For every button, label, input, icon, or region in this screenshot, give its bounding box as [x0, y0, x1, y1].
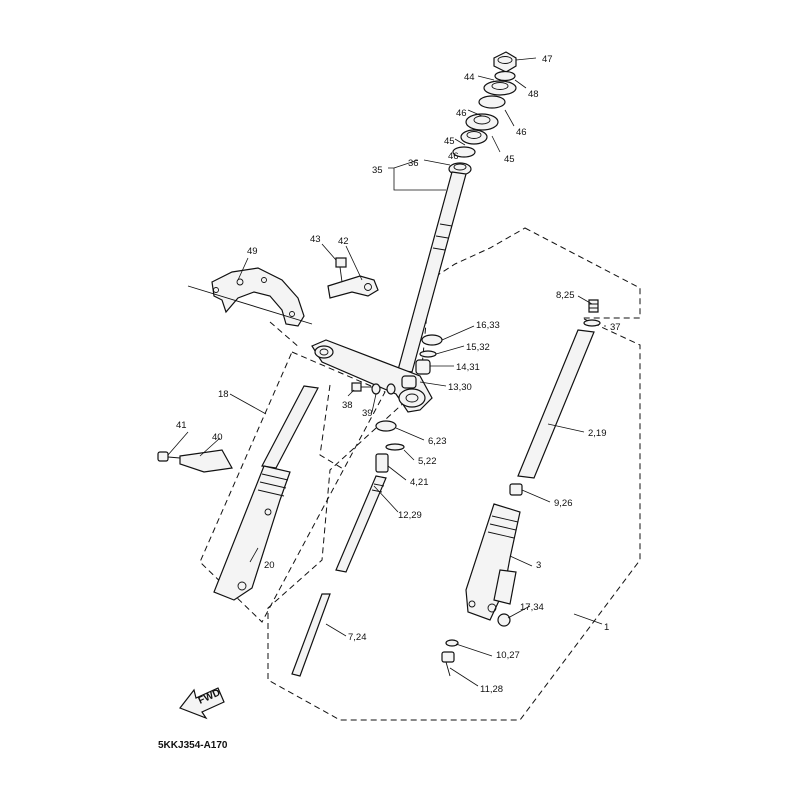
rebound-spring-12-part [335, 475, 387, 573]
callout-6-23: 6,23 [428, 436, 447, 447]
bolt-11-part [441, 651, 455, 677]
spacer-14-part [415, 359, 431, 375]
callout-15-32: 15,32 [466, 342, 490, 353]
damper-rod-4-part [375, 453, 389, 473]
callout-46a: 46 [456, 108, 467, 119]
bracket-40-part [179, 449, 233, 473]
callout-14-31: 14,31 [456, 362, 480, 373]
diagram-code: 5KKJ354-A170 [158, 740, 228, 751]
inner-tube-left-part [261, 385, 319, 469]
callout-3: 3 [536, 560, 541, 571]
bracket-49-part [211, 267, 305, 327]
steering-nut-part [493, 51, 517, 73]
fork-spring-16-part [421, 334, 443, 346]
inner-tube-right-part [517, 329, 595, 479]
callout-45b: 45 [504, 154, 515, 165]
cap-bolt-8-part [588, 299, 599, 313]
callout-42: 42 [338, 236, 349, 247]
leader-lines [167, 57, 606, 687]
callout-1: 1 [604, 622, 609, 633]
callout-46c: 46 [448, 151, 459, 162]
pinch-bolt-38-part [351, 382, 372, 392]
washer-39-part [371, 383, 381, 395]
washer-39b-part [386, 383, 396, 395]
callout-2-19: 2,19 [588, 428, 607, 439]
collar-13-part [401, 375, 417, 389]
guide-9-part [509, 483, 523, 496]
callout-10-27: 10,27 [496, 650, 520, 661]
callout-45a: 45 [444, 136, 455, 147]
bolt-43-part [335, 257, 347, 283]
bracket-49-guide-line [187, 285, 313, 325]
callout-44: 44 [464, 72, 475, 83]
callout-40: 40 [212, 432, 223, 443]
callout-17-34: 17,34 [520, 602, 544, 613]
fwd-arrow-icon: FWD [179, 687, 225, 720]
callout-18: 18 [218, 389, 229, 400]
callout-49: 49 [247, 246, 258, 257]
hose-holder-42-part [327, 275, 379, 299]
callout-43: 43 [310, 234, 321, 245]
callout-5-22: 5,22 [418, 456, 437, 467]
callout-48: 48 [528, 89, 539, 100]
ball-race-45a-part [465, 113, 499, 131]
callout-13-30: 13,30 [448, 382, 472, 393]
gasket-10-part [445, 639, 459, 647]
bearing-race-46a-part [478, 95, 506, 109]
under-bracket-part [311, 339, 433, 413]
bracket-dash-guide [269, 321, 346, 471]
callout-46b: 46 [516, 127, 527, 138]
bearing-46b-part [452, 146, 476, 158]
callout-11-28: 11,28 [480, 684, 503, 695]
damper-rod-7-part [291, 593, 331, 677]
callout-47: 47 [542, 54, 553, 65]
clip-5-part [385, 443, 405, 451]
outer-tube-right-part [465, 503, 521, 621]
ring-nut-44-part [483, 80, 517, 96]
callout-8-25: 8,25 [556, 290, 575, 301]
ball-race-45b-part [460, 129, 488, 145]
left-fork-assembly-boundary [199, 351, 386, 623]
callout-36: 36 [408, 158, 419, 169]
o-ring-37-part [583, 319, 601, 327]
callout-9-26: 9,26 [554, 498, 573, 509]
callout-16-33: 16,33 [476, 320, 500, 331]
callout-7-24: 7,24 [348, 632, 367, 643]
outer-tube-left-part [213, 465, 291, 601]
callout-20: 20 [264, 560, 275, 571]
callout-38: 38 [342, 400, 353, 411]
oil-seal-6-part [375, 420, 397, 432]
callout-41: 41 [176, 420, 187, 431]
callout-39: 39 [362, 408, 373, 419]
circlip-15-part [419, 350, 437, 358]
washer-17-part [497, 613, 511, 627]
callout-12-29: 12,29 [398, 510, 422, 521]
callout-4-21: 4,21 [410, 477, 429, 488]
washer-48-part [494, 70, 516, 82]
callout-37: 37 [610, 322, 621, 333]
callout-35: 35 [372, 165, 383, 176]
bolt-41-part [157, 451, 181, 462]
steering-stem-part [397, 171, 467, 373]
